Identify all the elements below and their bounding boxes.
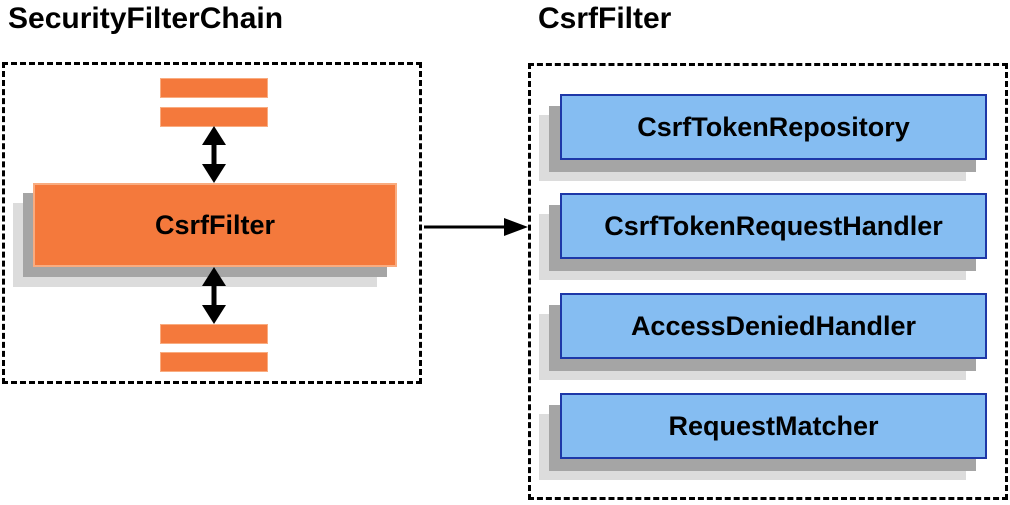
csrf-filter-title: CsrfFilter: [538, 2, 672, 35]
filter-placeholder-bar-bottom-2: [160, 352, 268, 372]
filter-placeholder-bar-top-1: [160, 78, 268, 98]
security-filter-chain-container: [2, 62, 422, 384]
bidirectional-arrow-bottom-icon: [202, 267, 226, 324]
component-box-csrf-token-request-handler: CsrfTokenRequestHandler: [560, 193, 987, 259]
csrf-filter-box: CsrfFilter: [33, 183, 397, 267]
csrf-filter-box-label: CsrfFilter: [154, 209, 276, 240]
component-box-access-denied-handler: AccessDeniedHandler: [560, 293, 987, 359]
filter-placeholder-bar-bottom-1: [160, 324, 268, 344]
security-filter-chain-title: SecurityFilterChain: [8, 2, 284, 35]
component-box-request-matcher: RequestMatcher: [560, 393, 987, 459]
component-box-csrf-token-repository: CsrfTokenRepository: [560, 94, 987, 160]
bidirectional-arrow-top-icon: [202, 126, 226, 183]
filter-placeholder-bar-top-2: [160, 107, 268, 127]
flow-arrow-icon: [424, 218, 528, 236]
csrf-filter-container: [528, 63, 1008, 500]
